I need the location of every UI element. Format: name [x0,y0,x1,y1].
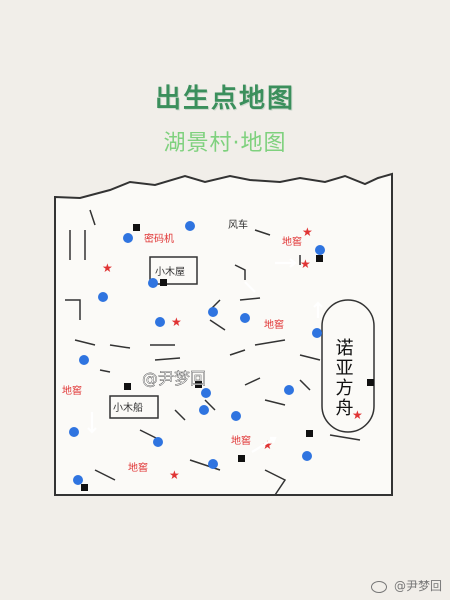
cabin-label: 小木屋 [155,266,185,278]
spawn-point [199,405,209,415]
arrow-icon [275,258,297,268]
boat-label: 小木船 [113,401,143,414]
red-star-icon: ★ [169,468,180,482]
ark-structure [321,299,375,433]
arrow-icon [87,412,97,434]
spawn-point [98,292,108,302]
spawn-point [315,245,325,255]
window-label: 地窖 [62,384,82,397]
red-star-icon: ★ [171,315,182,329]
spawn-point [231,411,241,421]
spawn-point [73,475,83,485]
red-star-icon: ★ [102,261,113,275]
spawn-point [208,459,218,469]
spawn-point [123,233,133,243]
red-star-icon: ★ [262,438,273,452]
black-markers [81,224,374,491]
arrow-icon [251,436,277,453]
map-subtitle: 湖景村·地图 [163,131,287,156]
window-label: 地窖 [128,461,148,474]
spawn-point [312,328,322,338]
movement-arrows [87,258,323,453]
spawn-point [79,355,89,365]
spawn-points [69,221,325,485]
footer-watermark: @尹梦回 [371,577,442,594]
spawn-point [208,307,218,317]
watermark-text: @尹梦回 [393,579,442,593]
arrow-icon [244,281,256,293]
spawn-point [201,388,211,398]
spawn-point [284,385,294,395]
red-star-icon: ★ [352,408,363,422]
cabin-building [149,256,198,285]
weibo-icon [371,580,388,593]
window-label: 地窖 [231,434,251,447]
map-title: 出生点地图 [154,84,295,114]
red-star-icon: ★ [302,225,313,239]
red-star-icon: ★ [300,257,311,271]
window-label: 地窖 [282,235,302,248]
arrow-icon [313,301,323,318]
window-label: 地窖 [264,318,284,331]
hunter-spawns: ★ ★ ★ ★ ★ ★ ★ [102,225,363,482]
spawn-point [148,278,158,288]
spawn-point [302,451,312,461]
code-machine-label: 密码机 [144,232,174,245]
handle-label: @尹梦回 [142,369,206,388]
spawn-point [155,317,165,327]
boat-building [109,395,159,419]
spawn-point [185,221,195,231]
ark-label: 诺亚方舟 [333,338,354,418]
spawn-point [69,427,79,437]
windmill-label: 风车 [228,218,248,231]
spawn-point [153,437,163,447]
spawn-point [240,313,250,323]
